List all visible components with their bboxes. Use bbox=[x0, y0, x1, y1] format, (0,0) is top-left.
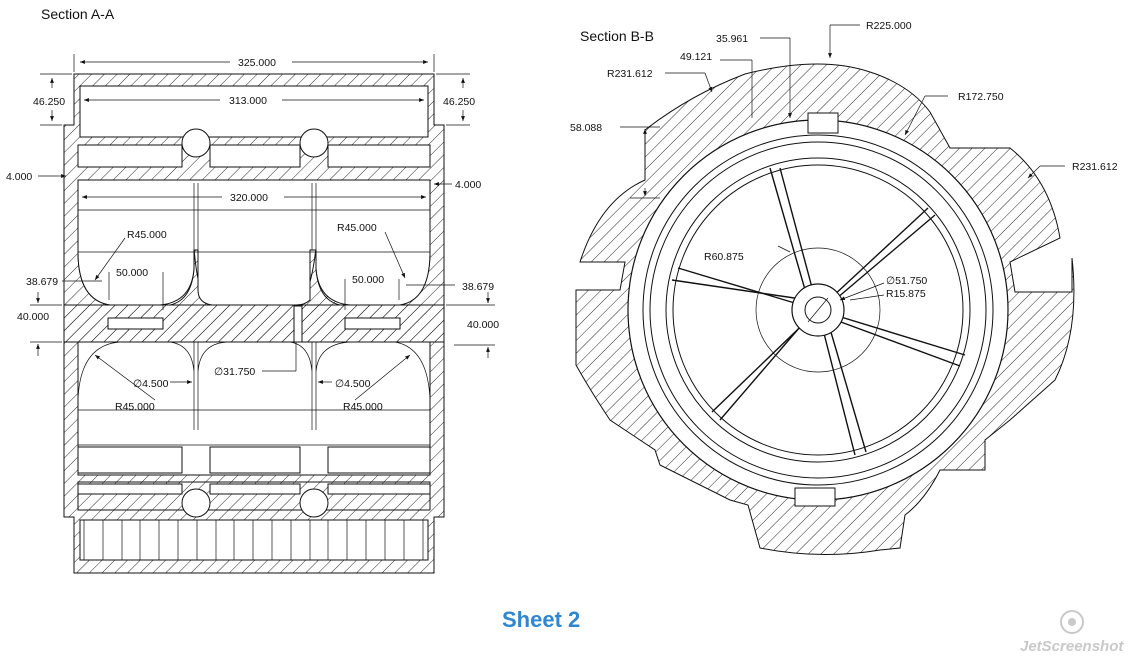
dim-offset-right: 38.679 bbox=[462, 281, 494, 293]
dim-r172: R172.750 bbox=[958, 91, 1004, 103]
dim-radius-top-right: R45.000 bbox=[337, 222, 377, 234]
dim-top-left: 46.250 bbox=[33, 96, 65, 108]
dim-hole-left: ∅4.500 bbox=[133, 378, 169, 390]
dim-r60875: R60.875 bbox=[704, 251, 744, 263]
watermark-logo-icon bbox=[1060, 610, 1084, 634]
dim-r225: R225.000 bbox=[866, 20, 912, 32]
dim-radius-bottom-left: R45.000 bbox=[115, 401, 155, 413]
section-b-b-view: Section B-B R225.000 bbox=[570, 20, 1118, 556]
watermark: JetScreenshot bbox=[1020, 610, 1124, 655]
dim-inner-width: 313.000 bbox=[229, 95, 267, 107]
dim-35961: 35.961 bbox=[716, 33, 748, 45]
dim-hole-right: ∅4.500 bbox=[335, 378, 371, 390]
dim-r231-left: R231.612 bbox=[607, 68, 653, 80]
dim-radius-top-left: R45.000 bbox=[127, 229, 167, 241]
dim-49121: 49.121 bbox=[680, 51, 712, 63]
dim-d51750: ∅51.750 bbox=[886, 275, 927, 287]
section-a-title: Section A-A bbox=[41, 6, 115, 22]
section-b-dimensions: R225.000 35.961 49.121 R231.612 R172.750… bbox=[570, 20, 1118, 301]
dim-offset-left: 38.679 bbox=[26, 276, 58, 288]
dim-r15875: R15.875 bbox=[886, 288, 926, 300]
dim-overall-width: 325.000 bbox=[238, 57, 276, 69]
dim-58088: 58.088 bbox=[570, 122, 602, 134]
dim-radius-bottom-right: R45.000 bbox=[343, 401, 383, 413]
dim-step-right: 50.000 bbox=[352, 274, 384, 286]
dim-top-right: 46.250 bbox=[443, 96, 475, 108]
dim-hole-center: ∅31.750 bbox=[214, 366, 255, 378]
section-a-dimensions: 325.000 313.000 320.000 46.250 46.250 4.… bbox=[6, 54, 499, 413]
dim-height-left: 40.000 bbox=[17, 311, 49, 323]
dim-height-right: 40.000 bbox=[467, 319, 499, 331]
watermark-text: JetScreenshot bbox=[1020, 638, 1124, 655]
section-a-a-view: Section A-A bbox=[6, 6, 499, 574]
dim-r231-right: R231.612 bbox=[1072, 161, 1118, 173]
dim-mid-width: 320.000 bbox=[230, 192, 268, 204]
dim-wall-right: 4.000 bbox=[455, 179, 481, 191]
section-b-title: Section B-B bbox=[580, 28, 654, 44]
dim-wall-left: 4.000 bbox=[6, 171, 32, 183]
dim-step-left: 50.000 bbox=[116, 267, 148, 279]
sheet-label: Sheet 2 bbox=[502, 607, 580, 632]
